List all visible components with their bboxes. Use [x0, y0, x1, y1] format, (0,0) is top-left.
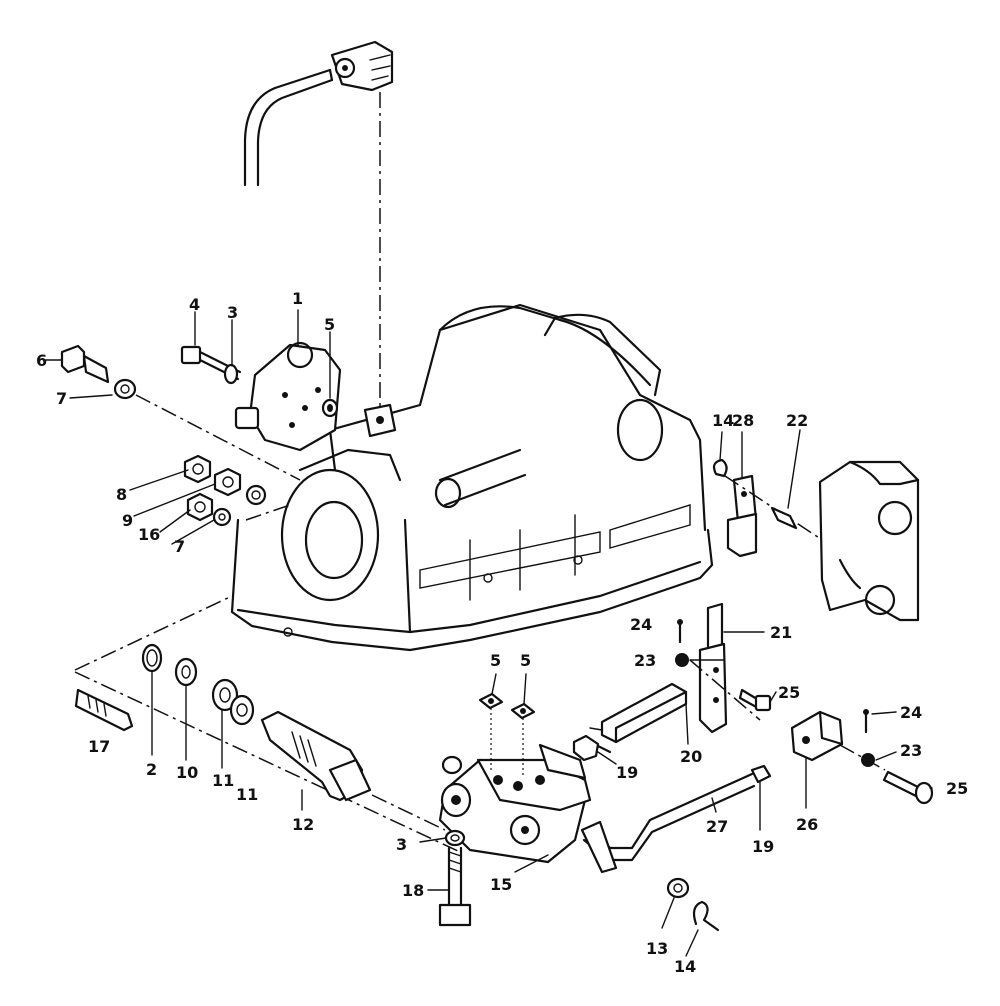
washer-5a	[321, 398, 339, 418]
callout-23b: 23	[900, 741, 922, 760]
callout-3b: 3	[396, 835, 407, 854]
callout-16: 16	[138, 525, 160, 544]
callout-8: 8	[116, 485, 127, 504]
leader-lines	[45, 309, 933, 957]
cotter-pin-14b	[692, 900, 720, 932]
washer-11b	[229, 694, 255, 726]
callout-labels: 1 2 3 3 4 5 5 5 6 7 7 8 9 10 11 11 12 13…	[36, 289, 968, 976]
bolt-25a	[738, 688, 772, 712]
callout-1: 1	[292, 289, 303, 308]
callout-13: 13	[646, 939, 668, 958]
callout-9: 9	[122, 511, 133, 530]
callout-20: 20	[680, 747, 702, 766]
callout-6: 6	[36, 351, 47, 370]
bolt-18	[438, 846, 472, 927]
callout-5a: 5	[324, 315, 335, 334]
washer-11a	[211, 678, 239, 712]
snap-ring-2	[141, 643, 163, 673]
callout-5c: 5	[520, 651, 531, 670]
valve-body-15	[438, 743, 592, 864]
callout-12: 12	[292, 815, 314, 834]
cotter-pin-14a	[712, 458, 728, 478]
lever-21	[698, 602, 728, 734]
washer-23a	[675, 653, 689, 667]
housing	[230, 303, 714, 652]
valve-assembly	[234, 341, 342, 452]
pin-17	[74, 688, 134, 732]
callout-19a: 19	[616, 763, 638, 782]
callout-17: 17	[88, 737, 110, 756]
pin-24a	[677, 619, 683, 644]
nut-19a	[572, 734, 612, 762]
nut-cluster	[183, 454, 267, 527]
callout-18: 18	[402, 881, 424, 900]
alignment-line-12	[371, 794, 446, 831]
washer-5c	[510, 702, 536, 720]
callout-14a: 14	[712, 411, 734, 430]
washer-10	[174, 657, 198, 687]
callout-10: 10	[176, 763, 198, 782]
nut-19b	[750, 764, 772, 784]
rod-27	[580, 772, 756, 874]
clevis-26	[790, 710, 844, 762]
callout-23a: 23	[634, 651, 656, 670]
bolt-25b	[882, 770, 934, 805]
washer-3b	[444, 829, 466, 847]
stud-6	[60, 344, 110, 384]
callout-28: 28	[732, 411, 754, 430]
alignment-line-stud	[135, 394, 301, 481]
callout-24b: 24	[900, 703, 922, 722]
callout-4: 4	[189, 295, 200, 314]
callout-24a: 24	[630, 615, 652, 634]
callout-5b: 5	[490, 651, 501, 670]
callout-3a: 3	[227, 303, 238, 322]
shaft-12	[260, 710, 372, 802]
elbow-fitting	[330, 40, 394, 92]
callout-25b: 25	[946, 779, 968, 798]
alignment-line-nuts	[245, 504, 291, 521]
pin-24b	[863, 709, 869, 734]
pin-22	[770, 506, 798, 530]
lift-arm	[818, 460, 920, 622]
callout-22: 22	[786, 411, 808, 430]
clevis-28	[726, 474, 758, 558]
callout-19b: 19	[752, 837, 774, 856]
alignment-line-shaft-lower	[74, 671, 461, 853]
callout-21: 21	[770, 623, 792, 642]
callout-25a: 25	[778, 683, 800, 702]
callout-15: 15	[490, 875, 512, 894]
rod-20	[589, 682, 688, 744]
callout-2: 2	[146, 760, 157, 779]
callout-11a: 11	[212, 771, 234, 790]
callout-7b: 7	[174, 537, 185, 556]
callout-26: 26	[796, 815, 818, 834]
callout-7a: 7	[56, 389, 67, 408]
washer-7a	[113, 378, 137, 400]
hydraulic-tube	[243, 68, 334, 187]
callout-11b: 11	[236, 785, 258, 804]
alignment-line-26	[839, 744, 886, 771]
washer-13	[666, 877, 690, 899]
callout-14b: 14	[674, 957, 696, 976]
washer-3a	[223, 363, 239, 385]
alignment-line-21	[689, 659, 761, 721]
washer-5b	[478, 692, 504, 710]
callout-27: 27	[706, 817, 728, 836]
